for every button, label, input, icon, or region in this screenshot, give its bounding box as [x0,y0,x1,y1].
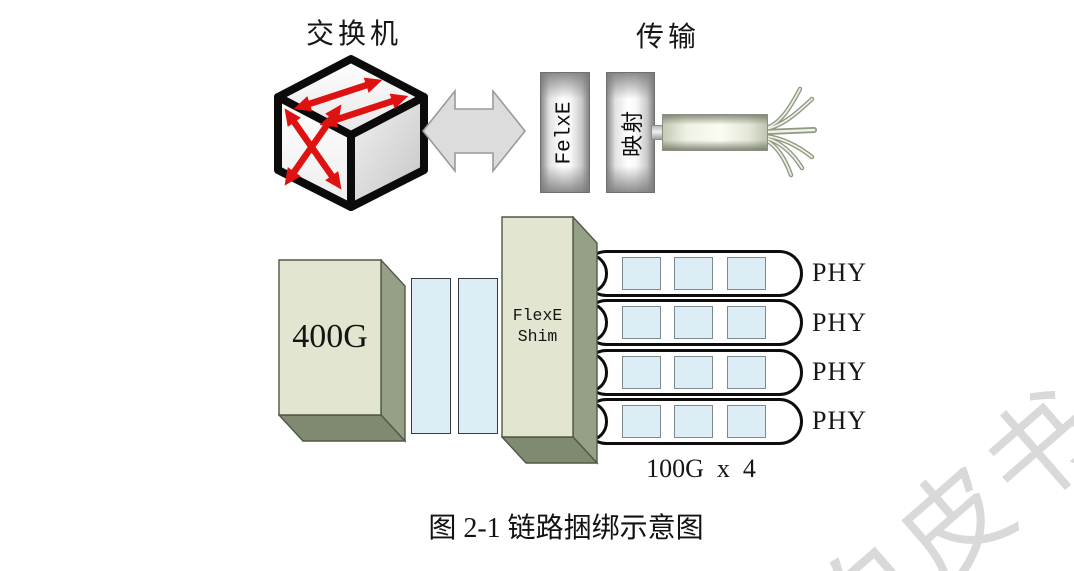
flexe-ingot-label: FelxE [553,100,577,165]
fiber-cable-icon [662,114,768,151]
shim-label-line2: Shim [518,327,558,346]
calendar-slot [622,306,661,339]
phy-label-2: PHY [812,308,868,337]
calendar-slot [674,257,713,290]
calendar-slot [674,306,713,339]
phy-label-1: PHY [812,258,868,287]
client-box-front-face [278,259,382,416]
calendar-slot [727,405,766,438]
calendar-slot [727,306,766,339]
phy-pill-4 [583,398,803,445]
figure-caption: 图 2-1 链路捆绑示意图 [428,513,704,544]
flexe-shim-box: FlexE Shim [501,216,625,468]
calendar-slot [622,356,661,389]
lane-bar-1 [411,278,451,434]
client-box-label: 400G [292,318,368,355]
switch-cube-icon [272,53,430,213]
calendar-slot [622,257,661,290]
lane-bar-2 [458,278,498,434]
client-box-side-face [380,259,406,443]
bundle-label: 100G x 4 [646,454,756,483]
shim-label-line1: FlexE [513,306,563,325]
fiber-strands-icon [764,84,818,180]
shim-box-front-face [501,216,574,438]
phy-pill-1 [583,250,803,297]
calendar-slot [727,356,766,389]
bidirectional-arrow-icon [421,88,527,174]
calendar-slot [674,405,713,438]
phy-label-3: PHY [812,357,868,386]
client-400g-box: 400G [278,259,408,445]
double-arrow-shape [421,88,527,174]
mapping-ingot-label: 映射 [619,108,645,157]
calendar-slot [674,356,713,389]
phy-label-4: PHY [812,406,868,435]
switch-label: 交换机 [305,19,402,50]
mapping-ingot: 映射 [606,72,655,193]
calendar-slot [727,257,766,290]
phy-pill-3 [583,349,803,396]
flexe-ingot: FelxE [540,72,590,193]
transmission-label: 传输 [635,22,700,53]
phy-pill-2 [583,299,803,346]
switch-crossing-arrows [284,77,409,190]
calendar-slot [622,405,661,438]
shim-box-side-face [572,216,598,465]
